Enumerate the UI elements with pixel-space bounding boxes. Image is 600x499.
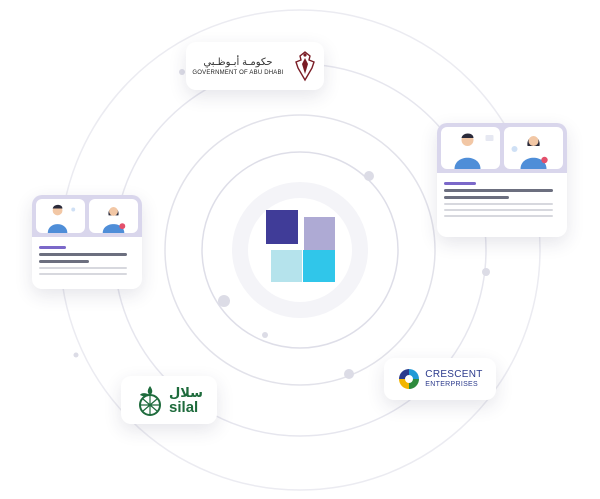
crescent-enterprises-logo-card: CRESCENT ENTERPRISES [384, 358, 496, 400]
participant-tile-female [89, 199, 138, 233]
logo-square-navy [266, 210, 298, 244]
detail-line [444, 209, 554, 211]
man-avatar-icon [454, 133, 494, 169]
crescent-name-text: CRESCENT [425, 369, 483, 380]
detail-line [39, 260, 89, 263]
falcon-emblem-icon [294, 51, 315, 82]
detail-line [39, 267, 128, 269]
logo-square-lavender [304, 217, 335, 250]
government-arabic-text: حكومـة أبـوظـبي [203, 56, 273, 68]
man-avatar-icon [47, 204, 76, 233]
video-call-card-left [32, 195, 142, 289]
woman-avatar-icon [511, 136, 548, 169]
woman-avatar-icon [102, 207, 126, 233]
logo-square-pale-blue [271, 250, 302, 282]
silal-logo-card: سلال silal [121, 376, 217, 424]
government-abu-dhabi-logo-card: حكومـة أبـوظـبي GOVERNMENT OF ABU DHABI [186, 42, 324, 90]
crescent-sub-text: ENTERPRISES [425, 381, 478, 388]
detail-line [444, 196, 509, 199]
crescent-swirl-icon [399, 369, 420, 389]
participant-tile-male [36, 199, 85, 233]
participant-tile-male [441, 127, 500, 169]
participant-tile-female [504, 127, 563, 169]
video-call-details [437, 173, 567, 226]
silal-arabic-text: سلال [169, 384, 203, 400]
globe-leaf-icon [139, 386, 162, 416]
detail-line [444, 189, 554, 192]
video-call-card-right [437, 123, 567, 237]
detail-line [444, 215, 554, 217]
detail-line [39, 253, 128, 256]
orbit-dots [73, 69, 490, 379]
video-call-header [32, 195, 142, 237]
video-call-header [437, 123, 567, 173]
government-english-text: GOVERNMENT OF ABU DHABI [192, 69, 284, 76]
detail-line-accent [39, 246, 66, 249]
video-call-details [32, 237, 142, 284]
silal-english-text: silal [169, 398, 199, 416]
detail-line-accent [444, 182, 477, 185]
logo-square-cyan [303, 250, 335, 282]
detail-line [39, 273, 128, 275]
detail-line [444, 203, 554, 205]
